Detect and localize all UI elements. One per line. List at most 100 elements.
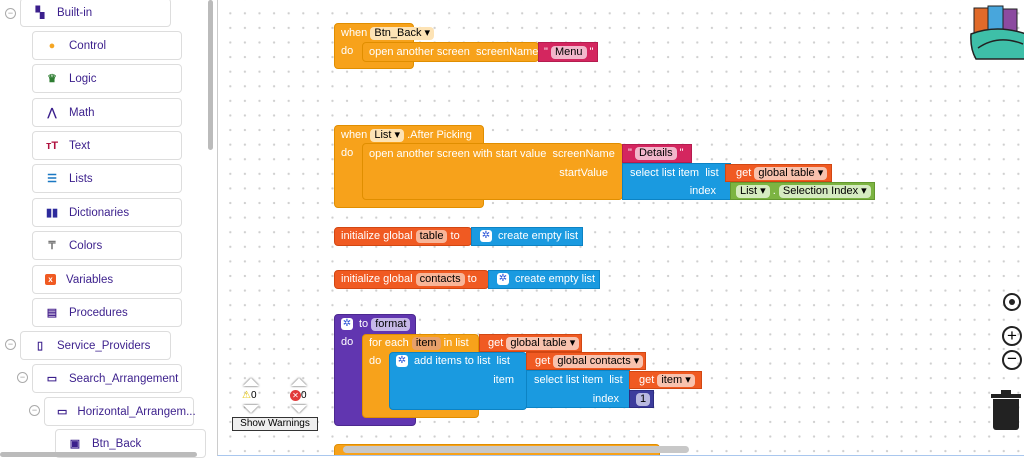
backpack-icon[interactable] — [968, 4, 1024, 62]
in-list-label: in list — [443, 337, 469, 349]
gear-icon[interactable]: ✲ — [480, 230, 492, 243]
tree-item-service-providers[interactable]: ▯Service_Providers — [20, 331, 171, 360]
get-label: get — [488, 337, 504, 349]
control-icon: ● — [48, 39, 56, 52]
blocks-workspace[interactable]: when Btn_Back ▾ .Click do open another s… — [217, 0, 1024, 456]
zoom-out-icon[interactable]: − — [1002, 350, 1022, 370]
button-icon: ▣ — [69, 438, 81, 450]
get-variable-block[interactable]: get global table ▾ — [479, 334, 582, 352]
component-name: List — [740, 185, 758, 197]
label: Built-in — [57, 6, 93, 19]
gear-icon[interactable]: ✲ — [497, 273, 509, 286]
add-items-to-list-block[interactable]: ✲add items to list list item — [389, 352, 527, 410]
get-variable-block[interactable]: get global table ▾ — [725, 164, 832, 182]
do-label: do — [369, 355, 382, 367]
select-list-item-block[interactable]: select list item list index — [526, 370, 630, 408]
create-empty-list-block[interactable]: ✲ create empty list — [488, 270, 600, 289]
open-another-screen-block[interactable]: open another screen screenName — [362, 42, 539, 62]
for-each-label: for each — [369, 337, 409, 349]
select-list-item-block[interactable]: select list item list index — [622, 163, 731, 200]
sidebar-scrollbar[interactable] — [208, 0, 213, 150]
tree-item-control[interactable]: ●Control — [32, 31, 182, 60]
variable-dropdown[interactable]: global contacts ▾ — [553, 355, 644, 368]
get-variable-block[interactable]: get global contacts ▾ — [526, 352, 646, 370]
index-label: index — [592, 393, 619, 405]
error-prev-arrow[interactable] — [291, 378, 307, 386]
tree-item-lists[interactable]: ☰Lists — [32, 164, 182, 193]
variable-dropdown[interactable]: item ▾ — [657, 374, 695, 387]
value-label: create empty list — [515, 273, 596, 285]
label: Horizontal_Arrangem... — [77, 405, 196, 418]
tree-item-logic[interactable]: ♛Logic — [32, 64, 182, 93]
label: Logic — [69, 72, 97, 85]
tree-item-built-in[interactable]: ▚Built-in — [20, 0, 171, 27]
get-variable-block[interactable]: get item ▾ — [629, 371, 702, 389]
collapse-toggle[interactable]: − — [5, 339, 16, 350]
tree-item-math[interactable]: ⋀Math — [32, 98, 182, 127]
text-field[interactable]: Details — [634, 147, 677, 160]
init-label: initialize global — [341, 230, 413, 242]
label: Service_Providers — [57, 339, 151, 352]
warning-counter: ⚠0 — [242, 390, 257, 401]
tree-item-search-arrangement[interactable]: ▭Search_Arrangement — [32, 364, 182, 393]
label: Text — [69, 139, 91, 152]
component-name: List — [374, 129, 392, 141]
error-next-arrow[interactable] — [291, 405, 307, 413]
gear-icon[interactable]: ✲ — [341, 318, 353, 331]
when-label: when — [341, 129, 368, 141]
get-label: get — [639, 374, 655, 386]
warning-prev-arrow[interactable] — [243, 378, 259, 386]
zoom-in-icon[interactable]: + — [1002, 326, 1022, 346]
initialize-global-table-block[interactable]: initialize global table to — [334, 227, 472, 246]
initialize-global-contacts-block[interactable]: initialize global contacts to — [334, 270, 489, 289]
workspace-horizontal-scrollbar[interactable] — [343, 446, 689, 453]
text-block-details[interactable]: " Details " — [622, 144, 692, 163]
collapse-toggle[interactable]: − — [17, 372, 28, 383]
param-label: screenName — [552, 148, 615, 160]
component-property-block[interactable]: List ▾ . Selection Index ▾ — [730, 182, 875, 200]
index-label: index — [689, 185, 716, 197]
open-screen-with-value-block[interactable]: open another screen with start value scr… — [362, 143, 623, 200]
label: Search_Arrangement — [69, 372, 179, 385]
variable-name-field[interactable]: table — [415, 230, 448, 243]
create-empty-list-block[interactable]: ✲create empty list — [471, 227, 583, 246]
variable-dropdown[interactable]: global table ▾ — [506, 337, 580, 350]
collapse-toggle[interactable]: − — [29, 405, 40, 416]
sidebar-horizontal-scrollbar[interactable] — [0, 452, 197, 457]
do-label: do — [341, 147, 354, 159]
variable-name: global table — [758, 167, 815, 179]
number-block[interactable]: 1 — [629, 390, 654, 408]
list-label: list — [705, 167, 719, 179]
component-dropdown[interactable]: Btn_Back ▾ — [370, 27, 435, 40]
property-dropdown[interactable]: Selection Index ▾ — [778, 185, 871, 198]
do-label: do — [341, 336, 354, 348]
component-dropdown[interactable]: List ▾ — [370, 129, 405, 142]
number-field[interactable]: 1 — [636, 393, 651, 406]
gear-icon[interactable]: ✲ — [396, 355, 408, 368]
item-name-field[interactable]: item — [411, 337, 441, 350]
get-label: get — [535, 355, 551, 367]
text-block-menu[interactable]: " Menu " — [538, 42, 598, 62]
label: Dictionaries — [69, 206, 130, 219]
recenter-icon[interactable] — [1003, 293, 1021, 311]
tree-item-procedures[interactable]: ▤Procedures — [32, 298, 182, 327]
tree-item-colors[interactable]: ₸Colors — [32, 231, 182, 260]
trash-icon[interactable] — [991, 390, 1021, 430]
variable-name-field[interactable]: contacts — [415, 273, 465, 286]
tree-item-horizontal-arrangement[interactable]: ▭Horizontal_Arrangem... — [44, 397, 196, 426]
warning-next-arrow[interactable] — [243, 405, 259, 413]
procedure-name-field[interactable]: format — [371, 318, 411, 331]
get-label: get — [736, 167, 752, 179]
component-dropdown[interactable]: List ▾ — [736, 185, 770, 198]
tree-item-dictionaries[interactable]: ▮▮Dictionaries — [32, 198, 182, 227]
text-field[interactable]: Menu — [550, 46, 587, 59]
do-label: do — [341, 45, 354, 57]
to-label: to — [359, 318, 369, 330]
error-icon: ✕ — [290, 390, 301, 401]
param-label: startValue — [559, 167, 608, 179]
show-warnings-button[interactable]: Show Warnings — [232, 417, 318, 431]
variable-dropdown[interactable]: global table ▾ — [754, 167, 828, 180]
collapse-toggle[interactable]: − — [5, 8, 16, 19]
